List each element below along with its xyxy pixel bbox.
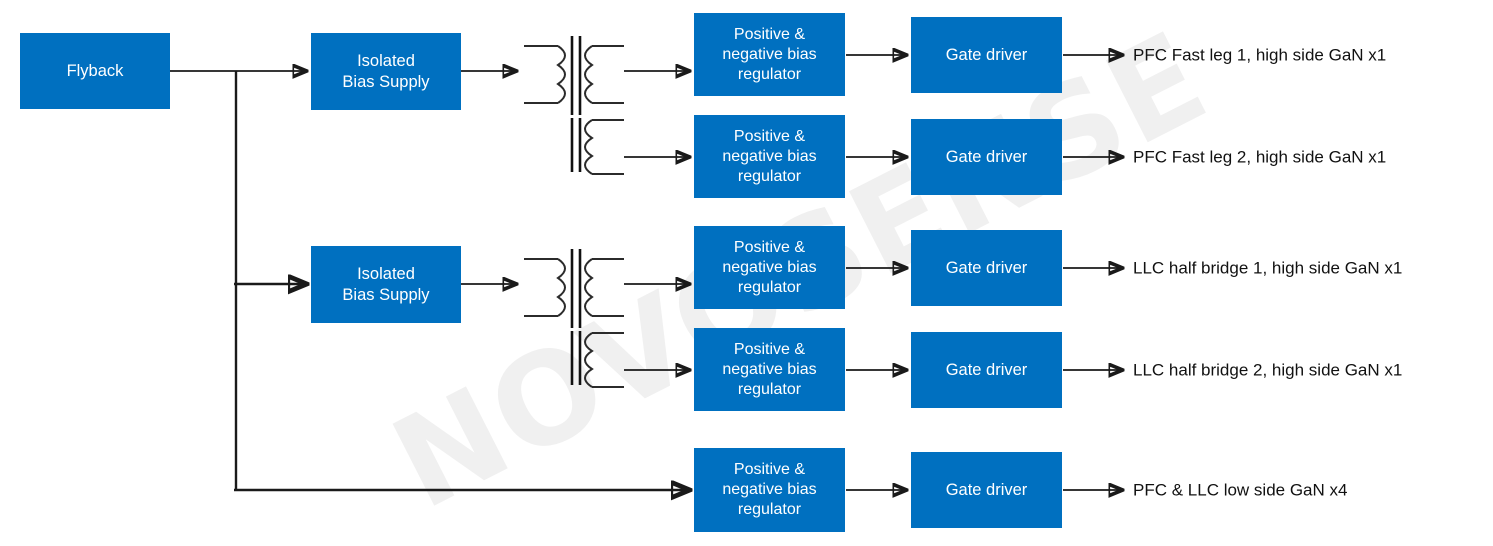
block-regulator-2-label: Positive & negative bias regulator <box>722 127 816 187</box>
reg1-line2: negative bias <box>722 45 817 63</box>
block-regulator-1-label: Positive & negative bias regulator <box>722 25 816 85</box>
ibs1-line1: Isolated <box>357 51 415 70</box>
output-label-pfc-fast-leg-2: PFC Fast leg 2, high side GaN x1 <box>1133 147 1387 167</box>
reg5-line1: Positive & <box>733 461 806 478</box>
transformer-1-core-lower <box>570 118 582 172</box>
transformer-2-secondary-a <box>584 258 624 317</box>
reg4-line1: Positive & <box>733 340 806 358</box>
block-regulator-4-label: Positive & negative bias regulator <box>722 340 816 400</box>
block-regulator-2[interactable]: Positive & negative bias regulator <box>694 115 845 198</box>
output-label-pfc-fast-leg-1: PFC Fast leg 1, high side GaN x1 <box>1133 45 1387 65</box>
reg2-line2: negative bias <box>722 147 817 165</box>
block-regulator-3[interactable]: Positive & negative bias regulator <box>694 226 845 309</box>
transformer-1-secondary-a <box>584 45 624 104</box>
ibs2-line2: Bias Supply <box>342 285 430 304</box>
reg3-line2: negative bias <box>722 258 817 276</box>
reg3-line1: Positive & <box>733 238 806 256</box>
block-gate-driver-1-label: Gate driver <box>945 45 1028 64</box>
reg5-line3: regulator <box>737 501 802 518</box>
reg5-line2: negative bias <box>722 481 817 498</box>
ibs2-line1: Isolated <box>357 264 415 283</box>
block-regulator-3-label: Positive & negative bias regulator <box>722 238 816 298</box>
reg4-line2: negative bias <box>722 360 817 378</box>
transformer-2-core-lower <box>570 331 582 385</box>
block-regulator-5-label: Positive & negative bias regulator <box>722 460 816 520</box>
block-regulator-4[interactable]: Positive & negative bias regulator <box>694 328 845 411</box>
block-gate-driver-4-label: Gate driver <box>945 360 1028 379</box>
reg2-line3: regulator <box>737 167 802 185</box>
block-gate-driver-5-label: Gate driver <box>945 480 1028 499</box>
block-gate-driver-2-label: Gate driver <box>945 147 1028 166</box>
reg3-line3: regulator <box>737 278 802 296</box>
block-flyback-label: Flyback <box>66 61 124 80</box>
transformer-1-primary <box>524 45 566 104</box>
transformer-2-primary <box>524 258 566 317</box>
reg4-line3: regulator <box>737 380 802 398</box>
transformer-2-core <box>570 249 582 328</box>
output-label-llc-half-bridge-2: LLC half bridge 2, high side GaN x1 <box>1133 360 1403 380</box>
block-isolated-bias-supply-2-label: Isolated Bias Supply <box>342 264 429 305</box>
block-gate-driver-5[interactable]: Gate driver <box>911 452 1062 528</box>
block-isolated-bias-supply-1-label: Isolated Bias Supply <box>342 51 429 92</box>
block-flyback[interactable]: Flyback <box>20 33 170 109</box>
block-regulator-5[interactable]: Positive & negative bias regulator <box>694 448 845 532</box>
output-label-llc-half-bridge-1: LLC half bridge 1, high side GaN x1 <box>1133 258 1403 278</box>
reg1-line1: Positive & <box>733 25 806 43</box>
transformer-1-secondary-b <box>584 119 624 175</box>
output-label-pfc-llc-low-side: PFC & LLC low side GaN x4 <box>1133 480 1348 500</box>
reg1-line3: regulator <box>737 65 802 83</box>
block-isolated-bias-supply-2[interactable]: Isolated Bias Supply <box>311 246 461 323</box>
transformer-2-secondary-b <box>584 332 624 388</box>
transformer-1-core <box>570 36 582 115</box>
block-isolated-bias-supply-1[interactable]: Isolated Bias Supply <box>311 33 461 110</box>
ibs1-line2: Bias Supply <box>342 72 430 91</box>
block-gate-driver-4[interactable]: Gate driver <box>911 332 1062 408</box>
block-gate-driver-3-label: Gate driver <box>945 258 1028 277</box>
block-gate-driver-2[interactable]: Gate driver <box>911 119 1062 195</box>
block-regulator-1[interactable]: Positive & negative bias regulator <box>694 13 845 96</box>
block-gate-driver-1[interactable]: Gate driver <box>911 17 1062 93</box>
reg2-line1: Positive & <box>733 127 806 145</box>
block-gate-driver-3[interactable]: Gate driver <box>911 230 1062 306</box>
